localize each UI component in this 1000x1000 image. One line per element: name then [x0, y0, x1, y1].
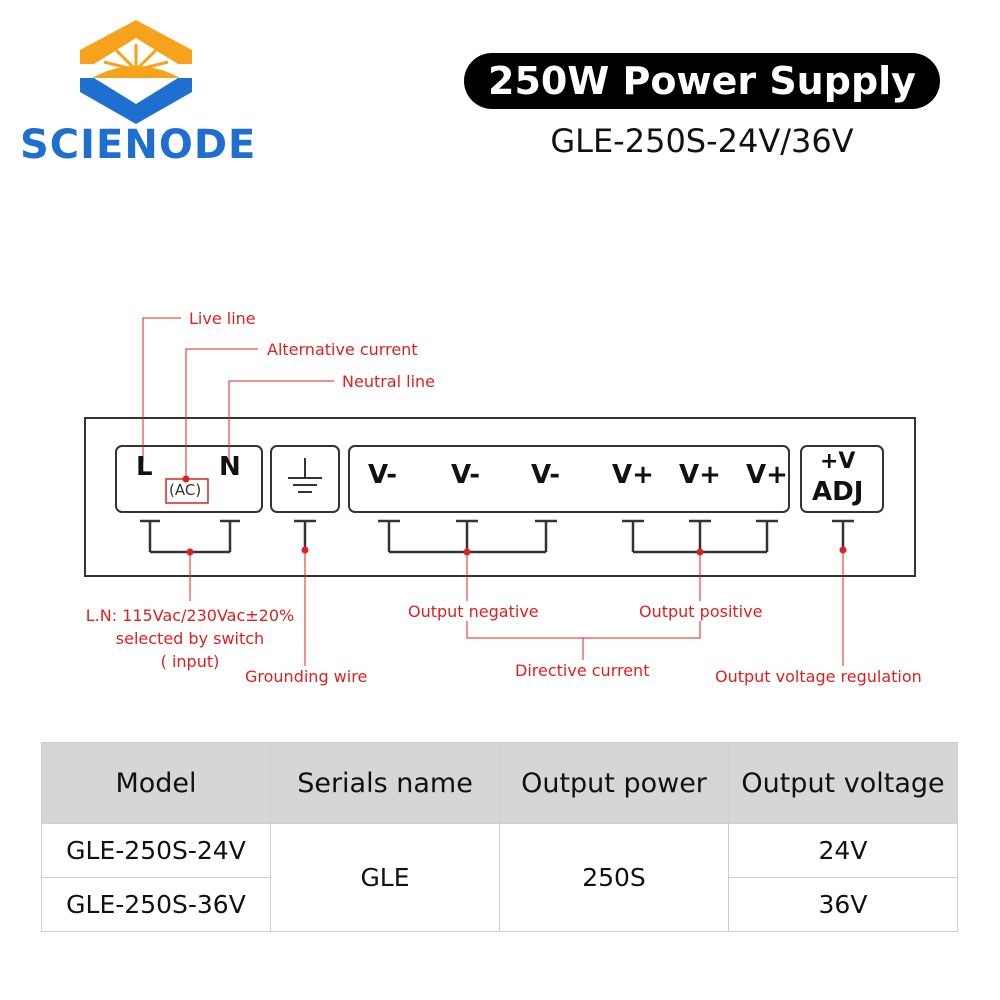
ac-input-block	[115, 445, 263, 513]
annotation-output-positive: Output positive	[639, 602, 763, 621]
ground-block	[270, 445, 340, 513]
annotation-grounding-wire: Grounding wire	[245, 667, 368, 686]
terminal-ac: (AC)	[169, 481, 202, 499]
header-output-voltage: Output voltage	[728, 742, 958, 824]
terminal-v-minus-1: V-	[368, 460, 398, 490]
terminal-v-plus-3: V+	[746, 460, 788, 490]
header-model: Model	[41, 742, 271, 824]
annotation-output-voltage-regulation: Output voltage regulation	[715, 667, 922, 686]
adj-block	[800, 445, 884, 513]
cell-output-power: 250S	[499, 823, 729, 932]
terminal-adj-bottom: ADJ	[812, 477, 864, 507]
terminal-v-minus-3: V-	[531, 460, 561, 490]
input-spec-line3: ( input)	[160, 652, 220, 671]
input-spec-line1: L.N: 115Vac/230Vac±20%	[85, 606, 295, 625]
terminal-l: L	[136, 452, 153, 482]
annotation-neutral-line: Neutral line	[342, 372, 436, 391]
table-row: GLE-250S-36V 36V	[41, 877, 958, 932]
terminal-panel	[84, 417, 916, 577]
cell-serials-name: GLE	[270, 823, 500, 932]
brand-name: SCIENODE	[20, 122, 257, 168]
annotation-input-spec: L.N: 115Vac/230Vac±20% selected by switc…	[78, 604, 302, 673]
cell-model: GLE-250S-24V	[41, 823, 271, 878]
annotation-directive-current: Directive current	[515, 661, 650, 680]
annotation-live-line: Live line	[189, 309, 256, 328]
table-header-row: Model Serials name Output power Output v…	[41, 742, 958, 824]
ground-symbol-icon	[288, 458, 322, 493]
input-spec-line2: selected by switch	[115, 629, 265, 648]
terminal-v-plus-1: V+	[612, 460, 654, 490]
specs-table: Model Serials name Output power Output v…	[41, 742, 958, 932]
model-subtitle: GLE-250S-24V/36V	[550, 122, 854, 160]
cell-output-voltage: 36V	[728, 877, 958, 932]
table-row: GLE-250S-24V GLE 250S 24V	[41, 823, 958, 932]
header-serials-name: Serials name	[270, 742, 500, 824]
annotation-alternative-current: Alternative current	[267, 340, 418, 359]
annotation-output-negative: Output negative	[408, 602, 539, 621]
terminal-v-plus-2: V+	[679, 460, 721, 490]
terminal-adj-top: +V	[820, 449, 856, 474]
hexagon-sunburst-icon	[80, 20, 192, 124]
header-output-power: Output power	[499, 742, 729, 824]
page-title: 250W Power Supply	[464, 53, 940, 109]
cell-model: GLE-250S-36V	[41, 877, 271, 932]
terminal-v-minus-2: V-	[451, 460, 481, 490]
cell-output-voltage: 24V	[728, 823, 958, 878]
terminal-n: N	[219, 452, 241, 482]
output-block	[348, 445, 790, 513]
